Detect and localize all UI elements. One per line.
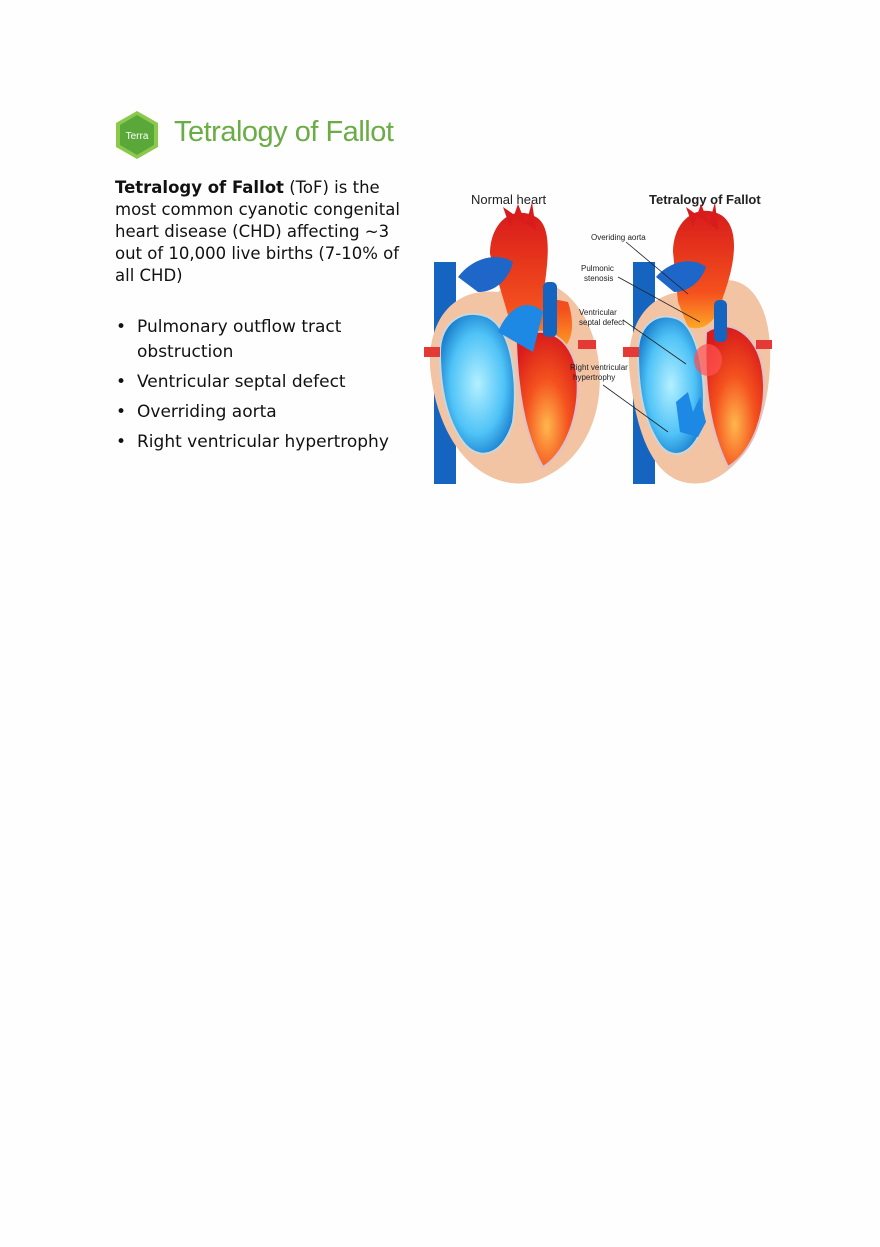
normal-heart-illustration: [424, 202, 600, 484]
bullet-item: •Overriding aorta: [115, 400, 415, 425]
bullet-dot: •: [116, 432, 127, 452]
annotation-rvh-2: hypertrophy: [573, 373, 615, 382]
tof-label: Tetralogy of Fallot: [649, 192, 761, 207]
bullet-dot: •: [116, 402, 127, 422]
tof-annotations: Overiding aorta Pulmonic stenosis Ventri…: [570, 233, 701, 433]
intro-bold: Tetralogy of Fallot: [115, 178, 284, 197]
logo-text: Terra: [126, 131, 149, 142]
tof-heart-illustration: [623, 202, 772, 484]
annotation-rvh-1: Right ventricular: [570, 363, 628, 372]
slide-title: Tetralogy of Fallot: [174, 116, 394, 148]
slide: Terra Tetralogy of Fallot Tetralogy of F…: [0, 0, 880, 520]
intro-rest: (ToF) is the most common cyanotic congen…: [115, 178, 400, 285]
bullet-item: •Ventricular septal defect: [115, 370, 415, 395]
bullet-item: •Right ventricular hypertrophy: [115, 430, 415, 455]
bullet-item: •Pulmonary outflow tract obstruction: [116, 317, 342, 362]
annotation-ventricular-2: septal defect: [579, 318, 625, 327]
normal-heart-label: Normal heart: [471, 192, 547, 207]
terra-logo-icon: Terra: [116, 111, 158, 159]
annotation-overriding-aorta: Overiding aorta: [591, 233, 646, 242]
annotation-ventricular-1: Ventricular: [579, 308, 617, 317]
annotation-pulmonic-1: Pulmonic: [581, 264, 614, 273]
intro-paragraph: Tetralogy of Fallot (ToF) is the most co…: [115, 177, 415, 287]
annotation-pulmonic-2: stenosis: [584, 274, 613, 283]
bullet-dot: •: [116, 372, 127, 392]
heart-comparison-figure: Normal heart Tetralogy of Fallot: [424, 192, 772, 484]
bullet-list: •Pulmonary outflow tract obstruction •Ve…: [115, 315, 415, 460]
bullet-dot: •: [116, 317, 127, 337]
